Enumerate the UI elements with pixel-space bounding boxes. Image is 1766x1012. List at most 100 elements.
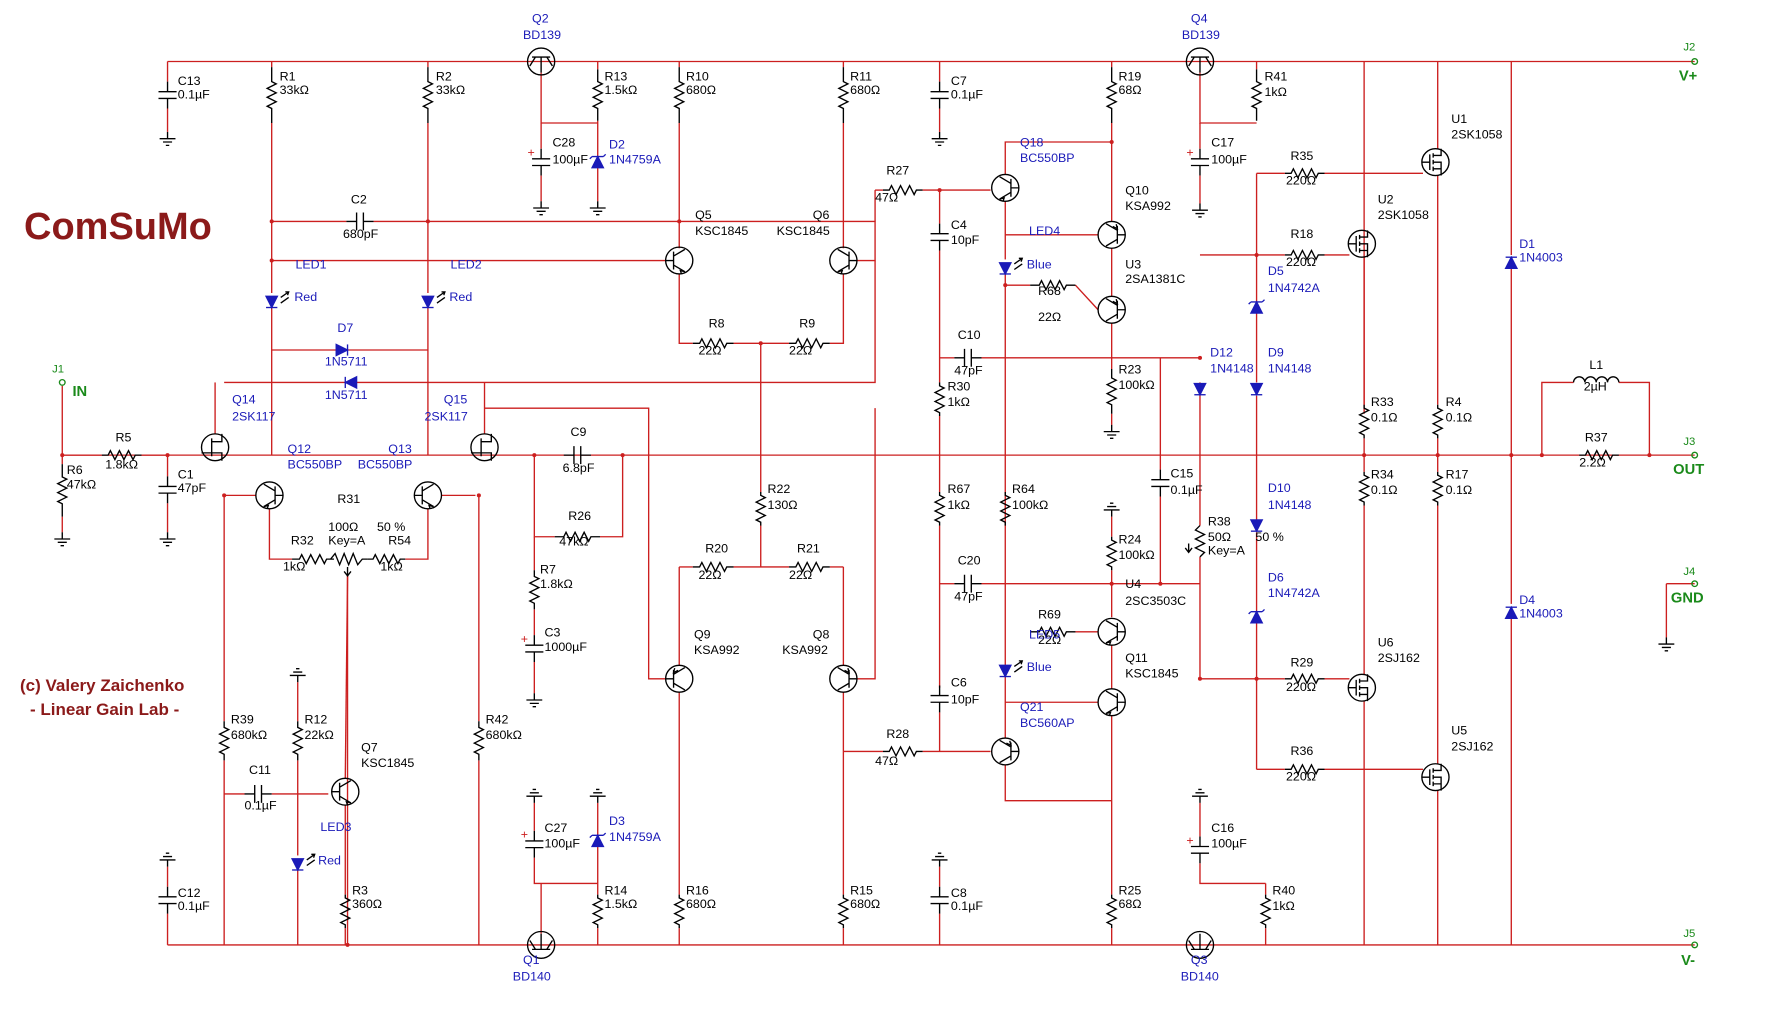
label-q8-part: KSA992 bbox=[782, 643, 828, 657]
r24-ground bbox=[1103, 502, 1120, 517]
r68-resistor bbox=[1030, 279, 1076, 292]
r54-resistor bbox=[367, 553, 406, 566]
q10-transistor-arrow bbox=[1112, 224, 1119, 230]
label-r23: R23 bbox=[1118, 363, 1141, 377]
j3-connector bbox=[1691, 451, 1699, 459]
label-d9: D9 bbox=[1268, 346, 1284, 360]
label-u3: U3 bbox=[1125, 257, 1141, 271]
c27-capacitor bbox=[525, 830, 544, 858]
brand-title: ComSuMo bbox=[24, 206, 212, 248]
junction-dot bbox=[1158, 581, 1163, 586]
label-q18: Q18 bbox=[1020, 136, 1044, 150]
label-c27: C27 bbox=[545, 821, 568, 835]
label-d10-part: 1N4148 bbox=[1268, 498, 1312, 512]
wire bbox=[1618, 381, 1651, 456]
label-r6-v: 47kΩ bbox=[67, 478, 96, 492]
r30-resistor bbox=[933, 382, 946, 416]
u5-mosfet-leads bbox=[1421, 763, 1442, 791]
r24-resistor bbox=[1105, 536, 1118, 571]
label-q4: Q4 bbox=[1191, 11, 1208, 25]
d4-diode bbox=[1504, 605, 1519, 620]
label-r30-v: 1kΩ bbox=[948, 395, 970, 409]
r29-resistor bbox=[1284, 672, 1325, 685]
led4-diode-rays bbox=[1013, 257, 1024, 271]
d9-diode bbox=[1249, 382, 1264, 397]
r1-resistor bbox=[265, 67, 278, 124]
led2-diode-rays bbox=[436, 291, 446, 304]
label-c4: C4 bbox=[951, 218, 967, 232]
label-u1-part: 2SK1058 bbox=[1451, 128, 1502, 142]
label-r29-v: 220Ω bbox=[1286, 680, 1316, 694]
q9-transistor-leads bbox=[665, 667, 686, 691]
j1-connector bbox=[58, 378, 66, 386]
label-r33: R33 bbox=[1371, 395, 1394, 409]
r4-resistor bbox=[1431, 404, 1444, 439]
label-r21-v: 22Ω bbox=[789, 568, 812, 582]
label-r42-v: 680kΩ bbox=[486, 728, 522, 742]
q2-transistor bbox=[526, 47, 556, 76]
c4-capacitor bbox=[930, 223, 949, 251]
q10-transistor-leads bbox=[1105, 223, 1126, 247]
junction-dot bbox=[1109, 140, 1114, 145]
label-r36-v: 220Ω bbox=[1286, 770, 1316, 784]
label-r24-v: 100kΩ bbox=[1118, 548, 1154, 562]
r13-resistor bbox=[591, 69, 604, 121]
r15-resistor bbox=[837, 894, 850, 929]
c8-capacitor bbox=[930, 886, 949, 914]
label-q4-part: BD139 bbox=[1182, 28, 1220, 42]
q11-transistor bbox=[1097, 688, 1126, 717]
label-r7-v: 1.8kΩ bbox=[540, 577, 573, 591]
j4-connector bbox=[1691, 580, 1699, 588]
d3-zener-bar bbox=[589, 832, 607, 839]
label-r35-v: 220Ω bbox=[1286, 174, 1316, 188]
r10-resistor bbox=[673, 67, 686, 124]
q1-transistor bbox=[526, 930, 556, 959]
label-r30: R30 bbox=[948, 379, 971, 393]
label-r7: R7 bbox=[540, 563, 556, 577]
led4-diode bbox=[998, 262, 1013, 276]
label-r68: R68 bbox=[1038, 284, 1061, 298]
label-r6: R6 bbox=[67, 463, 83, 477]
q18-transistor-arrow bbox=[999, 196, 1006, 202]
label-r1: R1 bbox=[280, 70, 296, 84]
c15-capacitor bbox=[1151, 469, 1170, 497]
r25-resistor bbox=[1105, 894, 1118, 929]
label-r16: R16 bbox=[686, 884, 709, 898]
c9-capacitor bbox=[563, 446, 591, 465]
label-d1: D1 bbox=[1519, 237, 1535, 251]
u6-mosfet-leads bbox=[1348, 674, 1369, 702]
ground-symbol bbox=[533, 201, 550, 216]
q13-transistor-leads bbox=[414, 483, 434, 508]
junction-dot bbox=[1647, 453, 1652, 458]
label-q2: Q2 bbox=[532, 11, 549, 25]
label-d7b-part: 1N5711 bbox=[325, 388, 368, 402]
label-q21-led: Blue bbox=[1027, 660, 1052, 674]
label-r8-v: 22Ω bbox=[698, 344, 721, 358]
label-r64-v: 100kΩ bbox=[1012, 498, 1048, 512]
label-r64: R64 bbox=[1012, 482, 1035, 496]
q10-transistor bbox=[1097, 220, 1126, 249]
d6-zener-bar bbox=[1248, 608, 1265, 615]
junction-dot bbox=[425, 219, 430, 224]
c16-capacitor bbox=[1190, 836, 1210, 864]
r2-resistor bbox=[421, 67, 434, 124]
label-q11-part: KSC1845 bbox=[1125, 667, 1178, 681]
r31-wiper-arrow bbox=[343, 566, 352, 578]
d2-zener bbox=[590, 155, 605, 169]
label-c6-v: 10pF bbox=[951, 692, 980, 706]
label-c12: C12 bbox=[178, 886, 201, 900]
d3-ground bbox=[589, 788, 606, 803]
junction-dot bbox=[476, 493, 481, 498]
label-r26-v: 47kΩ bbox=[559, 535, 588, 549]
label-c11: C11 bbox=[249, 763, 271, 777]
label-r33-v: 0.1Ω bbox=[1371, 411, 1398, 425]
label-r19: R19 bbox=[1118, 70, 1141, 84]
c12-capacitor bbox=[158, 886, 177, 914]
label-d4-part: 1N4003 bbox=[1519, 606, 1563, 620]
q6-transistor-arrow bbox=[837, 269, 844, 275]
led5-diode bbox=[998, 664, 1013, 679]
r19-resistor bbox=[1105, 67, 1118, 124]
led2-diode bbox=[421, 295, 435, 310]
r12-resistor bbox=[291, 721, 304, 761]
r17-resistor bbox=[1431, 471, 1444, 506]
